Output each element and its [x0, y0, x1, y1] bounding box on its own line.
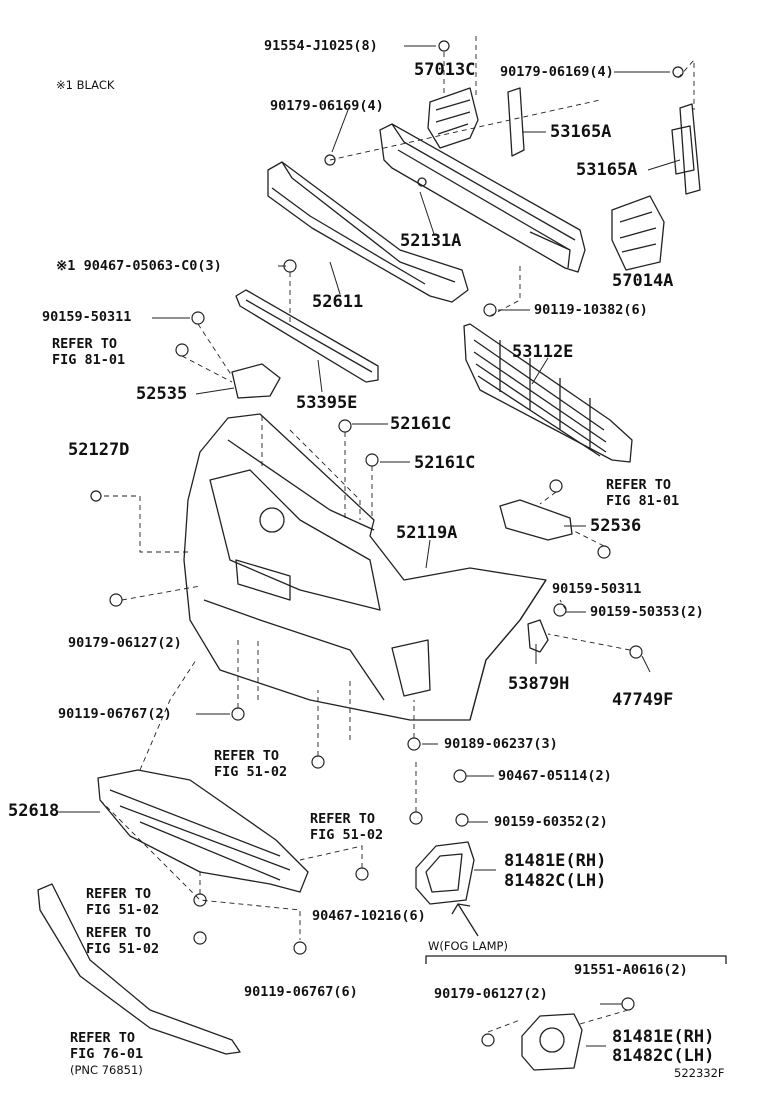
part-label: 57014A: [612, 271, 674, 291]
bumper-reinforcement-shape: [379, 123, 586, 273]
screw-icon: [629, 645, 643, 659]
part-label: 53165A: [576, 160, 638, 180]
part-label: 81482C(LH): [612, 1046, 715, 1066]
part-label: 52618: [8, 801, 60, 821]
nut-icon: [672, 66, 684, 78]
clip-icon: [338, 419, 352, 433]
retainer-53165a-2-shape: [679, 103, 701, 195]
part-label: 90119-06767(2): [58, 706, 172, 722]
part-label: 47749F: [612, 690, 674, 710]
part-label: 53112E: [512, 342, 574, 362]
clip-icon: [365, 453, 379, 467]
part-label: ※1 90467-05063-C0(3): [56, 258, 222, 274]
part-label: 90119-06767(6): [244, 984, 358, 1000]
part-label: 81481E(RH): [612, 1027, 715, 1047]
part-label: 90159-50311: [552, 581, 642, 597]
fog-cover-1-shape: [415, 841, 475, 905]
part-label: 53165A: [550, 122, 612, 142]
bolt-icon: [409, 811, 423, 825]
part-label: 52611: [312, 292, 364, 312]
upper-grille-shape: [463, 323, 633, 463]
part-label: 90179-06169(4): [500, 64, 614, 80]
part-label: 90179-06127(2): [434, 986, 548, 1002]
part-label: 91551-A0616(2): [574, 962, 688, 978]
fog-lamp-bracket: [425, 955, 727, 964]
part-label: 57013C: [414, 60, 476, 80]
clip-icon: [90, 490, 102, 502]
part-label: 52119A: [396, 523, 458, 543]
bolt-icon: [231, 707, 245, 721]
part-label: 52536: [590, 516, 642, 536]
nut-icon: [453, 769, 467, 783]
part-label: 90467-05114(2): [498, 768, 612, 784]
black-note: ※1 BLACK: [56, 78, 115, 92]
part-label: 90159-50311: [42, 309, 132, 325]
bolt-icon: [311, 755, 325, 769]
bolt-icon: [455, 813, 469, 827]
part-label: 52535: [136, 384, 188, 404]
part-label: 52127D: [68, 440, 130, 460]
screw-icon: [597, 545, 611, 559]
engine-under-cover-shape: [97, 769, 309, 893]
part-label: 53395E: [296, 393, 358, 413]
part-label: 52161C: [414, 453, 476, 473]
retainer-53165a-1-shape: [507, 87, 525, 157]
bracket-52535-shape: [231, 363, 281, 399]
bolt-icon: [621, 997, 635, 1011]
fog-cover-2-shape: [521, 1013, 583, 1071]
clip-icon: [355, 867, 369, 881]
screw-icon: [191, 311, 205, 325]
part-label: 81482C(LH): [504, 871, 607, 891]
fog-lamp-arrow: [451, 903, 479, 937]
part-label: 52131A: [400, 231, 462, 251]
part-label: 90159-60352(2): [494, 814, 608, 830]
part-label: 90179-06127(2): [68, 635, 182, 651]
part-label: 90189-06237(3): [444, 736, 558, 752]
bracket-57013c-shape: [427, 87, 479, 149]
part-label: 90119-10382(6): [534, 302, 648, 318]
screw-icon: [549, 479, 563, 493]
screw-icon: [553, 603, 567, 617]
lower-spoiler-shape: [37, 883, 241, 1055]
bracket-53879h-shape: [527, 619, 549, 653]
part-label: 90159-50353(2): [590, 604, 704, 620]
bumper-cover-shape: [183, 413, 547, 721]
part-label: 53879H: [508, 674, 570, 694]
molding-53395e-shape: [235, 289, 379, 383]
nut-icon: [109, 593, 123, 607]
bolt-icon: [438, 40, 450, 52]
part-label: 81481E(RH): [504, 851, 607, 871]
nut-icon: [407, 737, 421, 751]
part-label: 91554-J1025(8): [264, 38, 378, 54]
energy-absorber-shape: [267, 161, 469, 303]
part-label: 52161C: [390, 414, 452, 434]
bolt-icon: [193, 931, 207, 945]
bolt-icon: [293, 941, 307, 955]
part-label: 90179-06169(4): [270, 98, 384, 114]
part-label: 90467-10216(6): [312, 908, 426, 924]
bracket-57014a-shape: [611, 195, 665, 271]
screw-icon: [175, 343, 189, 357]
bracket-52536-shape: [499, 499, 573, 541]
fog-lamp-label: W(FOG LAMP): [428, 939, 508, 953]
nut-icon: [481, 1033, 495, 1047]
figure-id: 522332F: [674, 1066, 725, 1080]
